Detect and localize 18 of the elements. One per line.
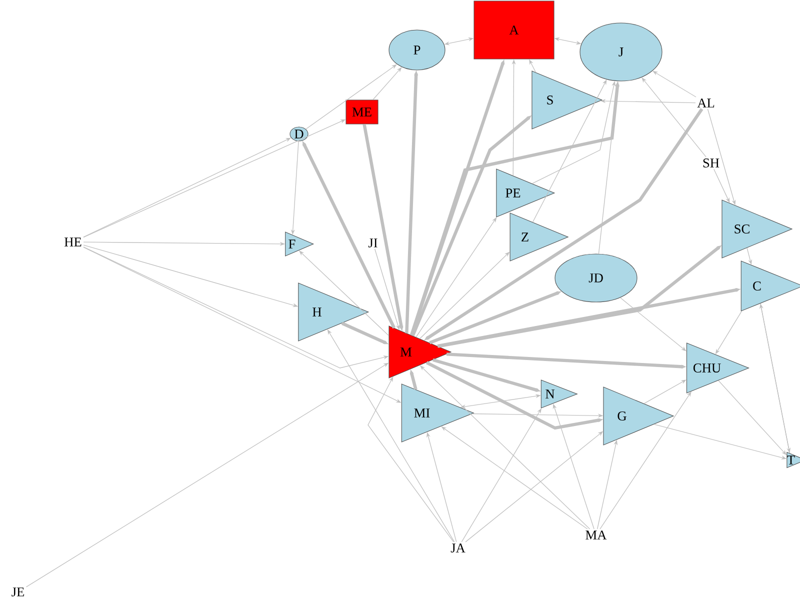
- node-label: MA: [586, 530, 607, 540]
- node-label: HE: [64, 238, 82, 246]
- circle-node: J: [580, 22, 662, 82]
- triangle-node: T: [786, 452, 800, 468]
- node-label: JE: [12, 588, 24, 596]
- triangle-node: C: [740, 260, 800, 312]
- square-node: ME: [346, 100, 378, 124]
- arrow: [372, 67, 402, 100]
- circle-node: P: [388, 30, 446, 70]
- node-label: SH: [703, 158, 720, 168]
- node-label: AL: [697, 98, 714, 108]
- triangle-node: CHU: [686, 342, 750, 394]
- circle-node: JD: [554, 254, 638, 302]
- node-label: JA: [450, 544, 466, 552]
- square-node: A: [474, 0, 554, 60]
- arrow: [620, 297, 686, 352]
- circle-node: D: [290, 126, 308, 142]
- node-label: JI: [368, 238, 378, 248]
